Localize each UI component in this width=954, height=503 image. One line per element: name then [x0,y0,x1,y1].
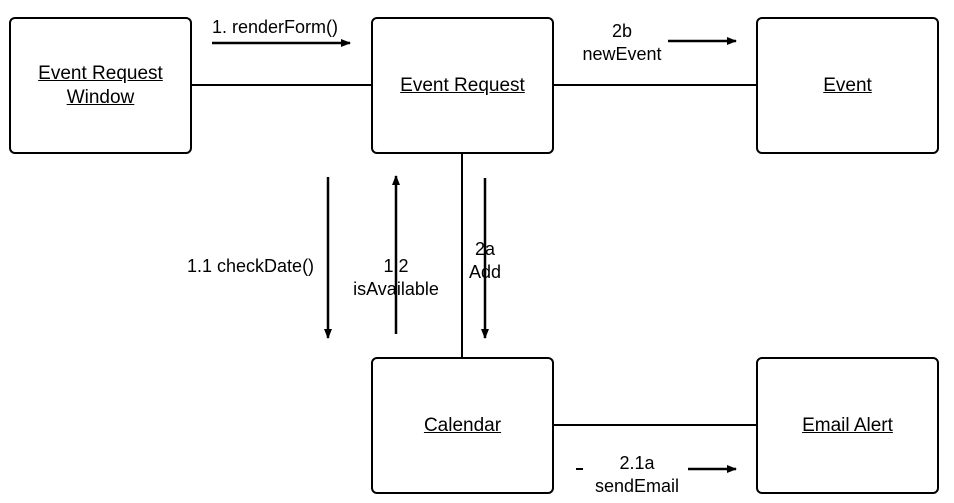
calendar-label: Calendar [423,414,502,436]
event-request-window-label: Event Request Window [38,62,163,108]
new-event-label: newEvent [582,43,662,64]
add-number: 2a [474,239,496,259]
event-request-window-box: Event Request Window [9,17,192,154]
new-event-message: 2b newEvent [572,20,672,65]
send-email-label: sendEmail [594,475,680,496]
render-form-message: 1. renderForm() [212,16,338,39]
is-available-message: 1.2 isAvailable [343,255,449,300]
send-email-message: 2.1a sendEmail [585,452,689,497]
calendar-box: Calendar [371,357,554,494]
is-available-label: isAvailable [353,278,439,299]
render-form-label: 1. renderForm() [212,17,339,37]
add-message: 2a Add [460,238,510,283]
check-date-message: 1.1 checkDate() [187,255,314,278]
add-label: Add [468,261,502,282]
event-label: Event [823,74,872,96]
is-available-number: 1.2 [383,256,409,276]
event-request-label: Event Request [400,74,525,96]
event-request-box: Event Request [371,17,554,154]
event-box: Event [756,17,939,154]
new-event-number: 2b [611,21,633,41]
send-email-number: 2.1a [619,453,655,473]
email-alert-box: Email Alert [756,357,939,494]
email-alert-label: Email Alert [802,414,893,436]
check-date-label: 1.1 checkDate() [187,256,315,276]
